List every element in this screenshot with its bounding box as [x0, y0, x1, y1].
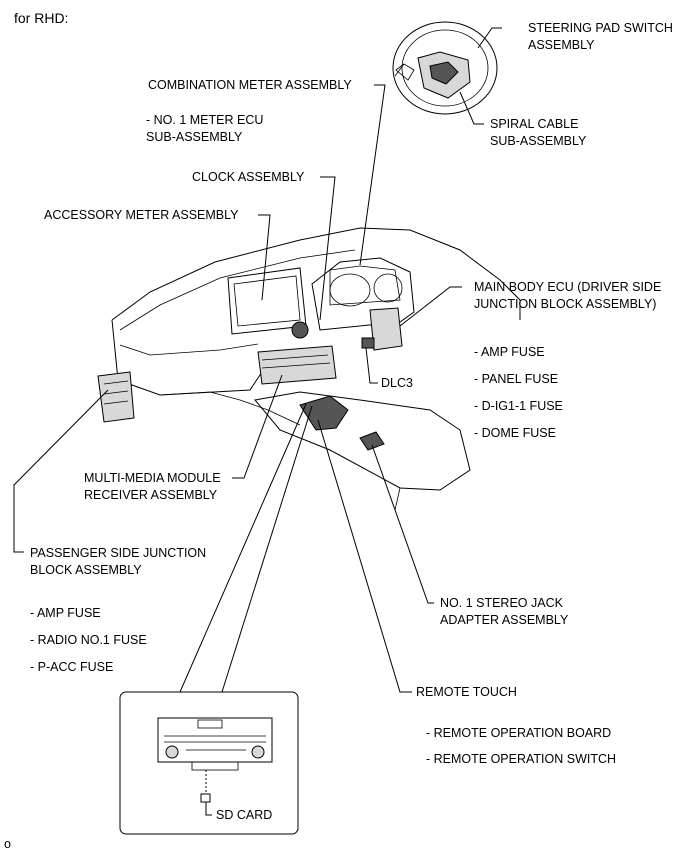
remote-parts-list: - REMOTE OPERATION BOARD - REMOTE OPERAT…: [426, 726, 617, 766]
main-body-fuse-list: - AMP FUSE - PANEL FUSE - D-IG1-1 FUSE -…: [474, 345, 563, 440]
page-header: for RHD:: [14, 10, 69, 26]
dashboard-drawing: [97, 227, 521, 511]
dlc3-label: DLC3: [381, 376, 413, 390]
sd-card-inset: [119, 691, 299, 835]
clock-label: CLOCK ASSEMBLY: [192, 170, 305, 184]
combination-meter-label: COMBINATION METER ASSEMBLY: [148, 78, 352, 92]
steering-wheel-drawing: [392, 21, 498, 115]
passenger-fuse-list: - AMP FUSE - RADIO NO.1 FUSE - P-ACC FUS…: [30, 606, 147, 674]
leader-lines: [13, 27, 502, 693]
accessory-meter-label: ACCESSORY METER ASSEMBLY: [44, 208, 239, 222]
remote-touch-label: REMOTE TOUCH: [416, 685, 517, 699]
footer-mark: o: [4, 837, 11, 851]
sd-card-label: SD CARD: [216, 808, 273, 822]
